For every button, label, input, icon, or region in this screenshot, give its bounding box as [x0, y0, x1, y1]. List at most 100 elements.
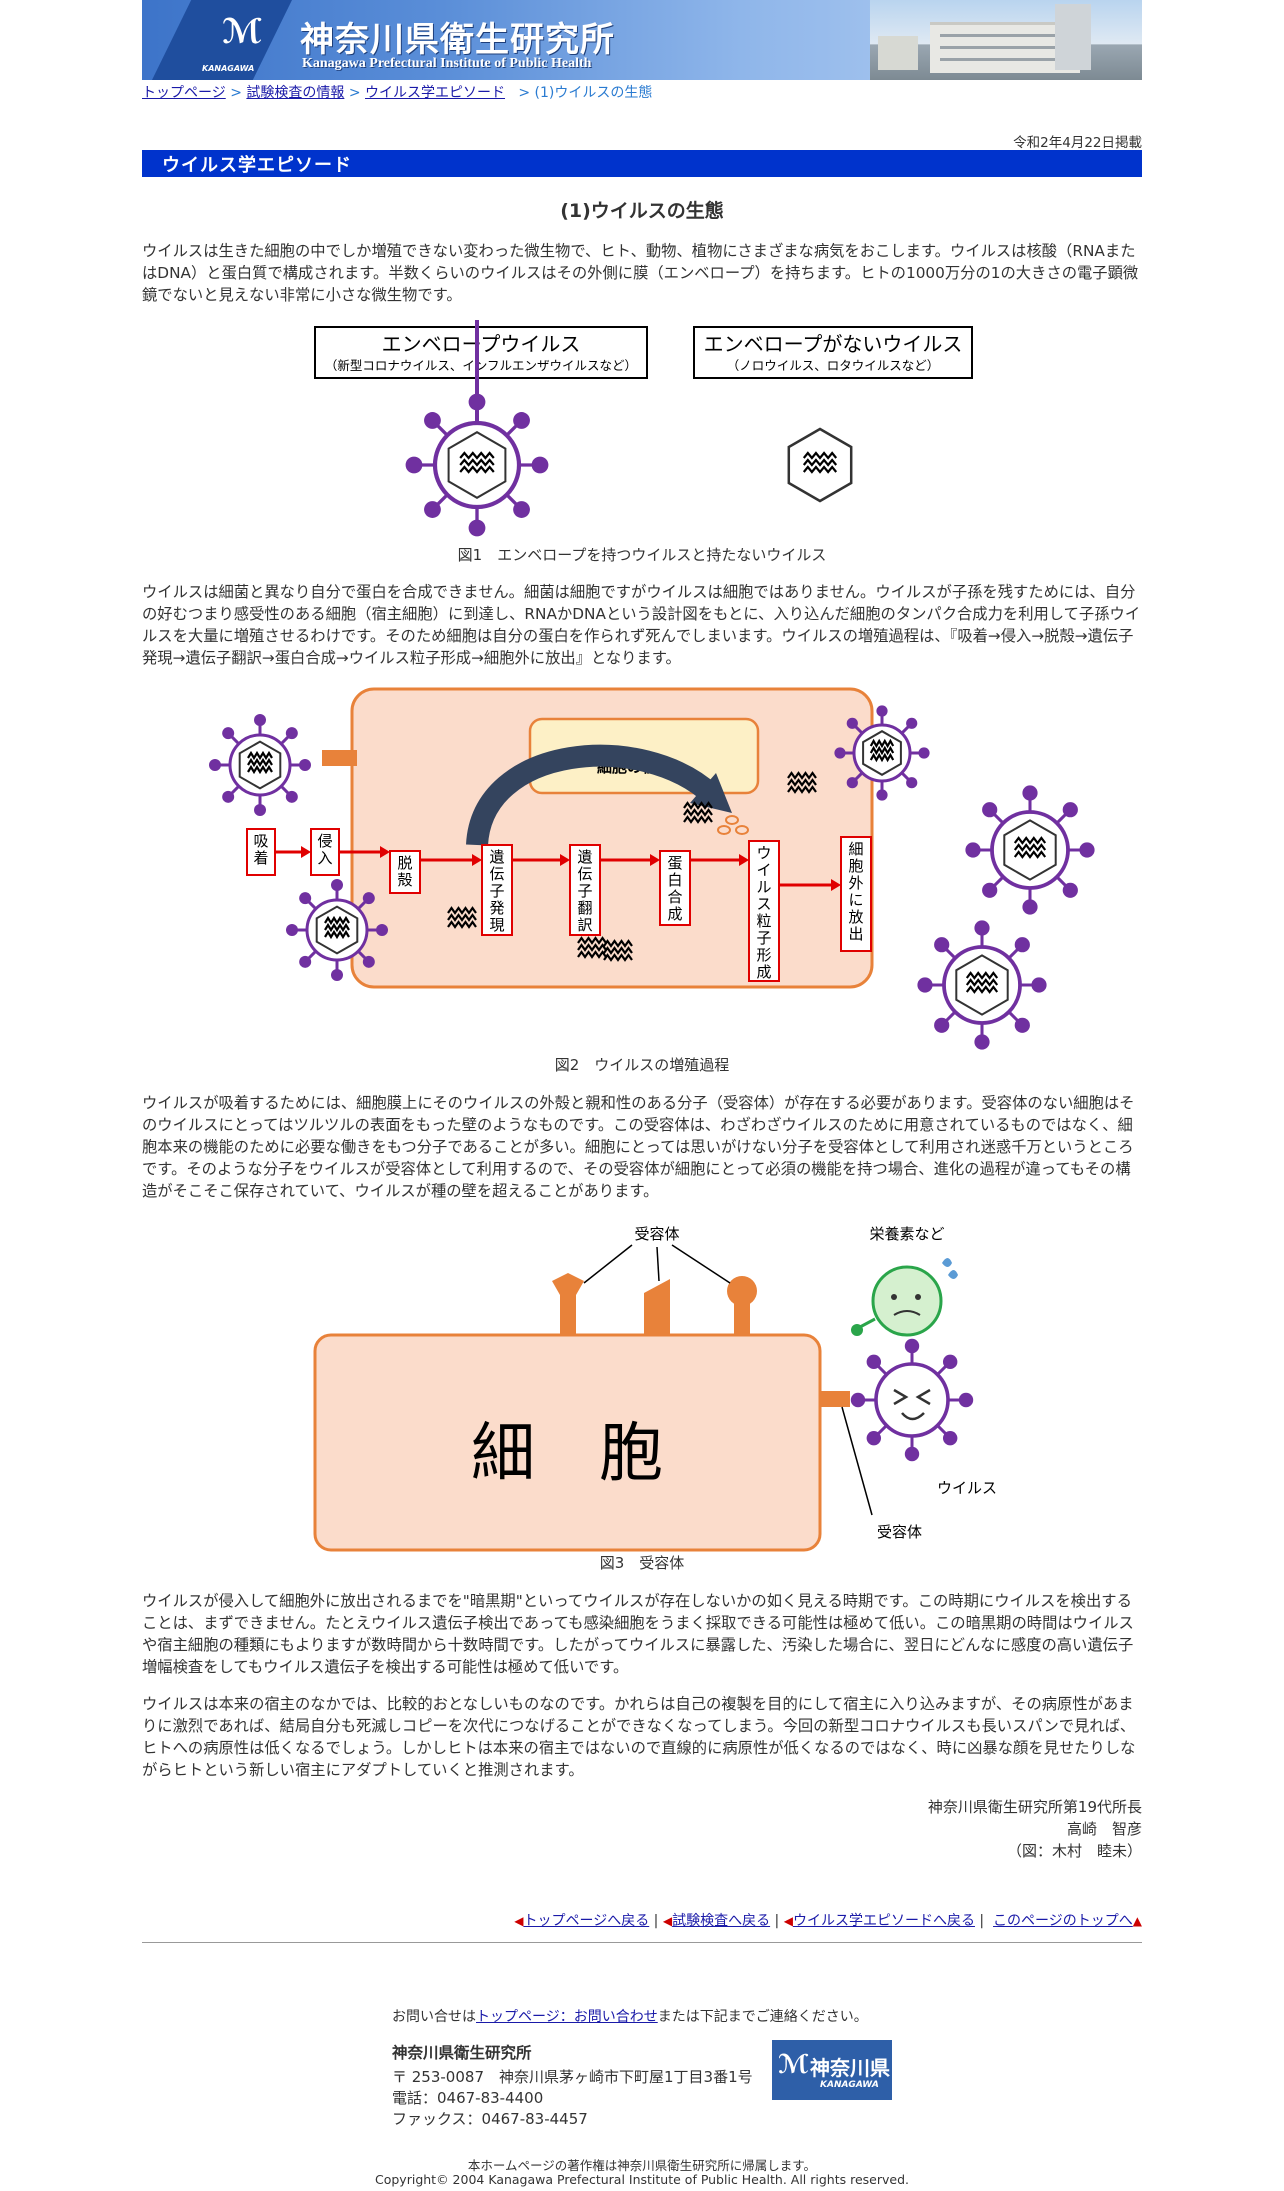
- spike-head: [1022, 785, 1038, 801]
- step-label-char: 外: [848, 874, 863, 892]
- genome-squiggle: [1013, 836, 1047, 845]
- breadcrumb-tests[interactable]: 試験検査の情報: [246, 85, 345, 101]
- step-box-4: 遺伝子発現: [481, 844, 513, 936]
- spike-head: [424, 501, 441, 518]
- spike-head: [1079, 842, 1095, 858]
- step-arrow-1: [275, 846, 311, 858]
- spike-head: [934, 937, 950, 953]
- step-label-char: 脱: [397, 854, 412, 872]
- rna-fragment-icon: [683, 801, 713, 824]
- nav-episodes[interactable]: ウイルス学エピソードへ戻る: [792, 1913, 975, 1929]
- section-band: ウイルス学エピソード: [142, 150, 1142, 177]
- spike-head: [468, 519, 486, 537]
- spike-head: [468, 393, 486, 411]
- genome-squiggle: [802, 465, 838, 474]
- enveloped-virus-icon: [405, 393, 549, 537]
- step-label-char: に: [848, 891, 863, 909]
- step-label-char: 発: [489, 899, 504, 917]
- nav-page-top[interactable]: このページのトップへ: [993, 1913, 1133, 1929]
- signature-line: 高崎 智彦: [1066, 1820, 1142, 1838]
- breadcrumb-top[interactable]: トップページ: [142, 85, 226, 101]
- rna-fragment-icon: [447, 906, 477, 929]
- genome-squiggle: [787, 778, 817, 787]
- genome-squiggle: [869, 752, 895, 763]
- spike-head: [299, 892, 312, 905]
- spike-head: [918, 747, 930, 759]
- step-label-char: 胞: [848, 857, 863, 875]
- spike-head: [362, 892, 375, 905]
- genome-squiggle: [802, 458, 838, 467]
- figure-3-caption: 図3 受容体: [599, 1554, 685, 1572]
- building-window-row: [940, 46, 1070, 49]
- building-photo-wing: [878, 36, 918, 70]
- genome-squiggle: [965, 985, 999, 994]
- spike-head: [982, 802, 998, 818]
- building-photo: [870, 0, 1142, 80]
- step-label-char: ス: [756, 895, 771, 913]
- spike-head: [846, 777, 858, 789]
- step-arrow-2: [339, 846, 390, 858]
- enveloped-title: エンベロープウイルス: [382, 332, 581, 356]
- breadcrumb-episodes[interactable]: ウイルス学エピソード: [365, 85, 506, 101]
- spike-head: [331, 879, 343, 891]
- genome-squiggle: [603, 939, 633, 948]
- step-box-3: 脱殻: [389, 850, 421, 894]
- genome-squiggle: [324, 922, 350, 933]
- step-arrow-7: [779, 879, 841, 891]
- bottom-nav: ◀トップページへ戻る | ◀試験検査へ戻る | ◀ウイルス学エピソードへ戻る |…: [514, 1913, 1142, 1929]
- genome-squiggle: [324, 915, 350, 926]
- spike-head: [876, 705, 888, 717]
- kanagawa-logo-icon: ℳ: [222, 12, 263, 52]
- contact-prefix: お問い合せは: [392, 2009, 476, 2025]
- footer-logo-caption: KANAGAWA: [820, 2080, 879, 2090]
- spike-head: [331, 969, 343, 981]
- spike-head: [1022, 899, 1038, 915]
- spike-head: [254, 804, 266, 816]
- genome-squiggle: [683, 808, 713, 817]
- spike-head: [1062, 882, 1078, 898]
- breadcrumb-separator: >: [230, 85, 242, 101]
- nav-tests[interactable]: 試験検査へ戻る: [672, 1913, 771, 1929]
- protein-fragment: [735, 825, 749, 835]
- genome-squiggle: [1013, 850, 1047, 859]
- protein-fragment: [725, 815, 739, 825]
- virus-particle-icon: [834, 705, 930, 801]
- step-label-char: 出: [848, 925, 863, 943]
- figure-1-caption: 図1 エンベロープを持つウイルスと持たないウイルス: [457, 546, 827, 564]
- spike-head: [424, 412, 441, 429]
- nucleus-arrow: [466, 744, 720, 847]
- virus-eye: [893, 1388, 909, 1406]
- step-arrow-6: [690, 854, 749, 866]
- genome-squiggle: [577, 943, 607, 952]
- paragraph-4: ウイルスが侵入して細胞外に放出されるまでを"暗黒期"といってウイルスが存在しない…: [142, 1592, 1134, 1676]
- step-label-char: 遺: [577, 848, 592, 866]
- site-title: 神奈川県衛生研究所: [300, 20, 615, 60]
- paragraph-3: ウイルスが吸着するためには、細胞膜上にそのウイルスの外殻と親和性のある分子（受容…: [142, 1094, 1135, 1200]
- spike-head: [846, 717, 858, 729]
- genome-squiggle: [802, 451, 838, 460]
- nonenveloped-examples: （ノロウイルス、ロタウイルスなど）: [727, 358, 940, 373]
- step-label-char: 成: [667, 905, 682, 923]
- step-arrow-5: [600, 854, 660, 866]
- genome-squiggle: [459, 458, 495, 467]
- receptor-stub: [322, 750, 357, 766]
- envelope: [874, 1362, 950, 1438]
- contact-link[interactable]: トップページ：お問い合わせ: [476, 2009, 658, 2025]
- genome-squiggle: [965, 978, 999, 987]
- virus-particle-icon: [917, 920, 1047, 1050]
- step-label-char: 現: [489, 916, 504, 934]
- step-label-char: 粒: [756, 912, 771, 930]
- copyright-note: 本ホームページの著作権は神奈川県衛生研究所に帰属します。: [467, 2158, 817, 2173]
- genome-squiggle: [683, 801, 713, 810]
- section-title: ウイルス学エピソード: [162, 155, 352, 176]
- building-window-row: [940, 58, 1070, 61]
- back-triangle-icon: ◀: [514, 1914, 524, 1928]
- spike-head: [222, 790, 235, 803]
- step-label-char: 細: [848, 840, 863, 858]
- step-box-8: 細胞外に放出: [840, 836, 872, 952]
- site-header[interactable]: ℳ KANAGAWA 神奈川県衛生研究所 Kanagawa Prefectura…: [142, 0, 1142, 80]
- genome-squiggle: [869, 745, 895, 756]
- nutrient-label: 栄養素など: [869, 1225, 944, 1243]
- breadcrumb: トップページ > 試験検査の情報 > ウイルス学エピソード > (1)ウイルスの…: [142, 82, 652, 102]
- nav-top-page[interactable]: トップページへ戻る: [523, 1913, 650, 1929]
